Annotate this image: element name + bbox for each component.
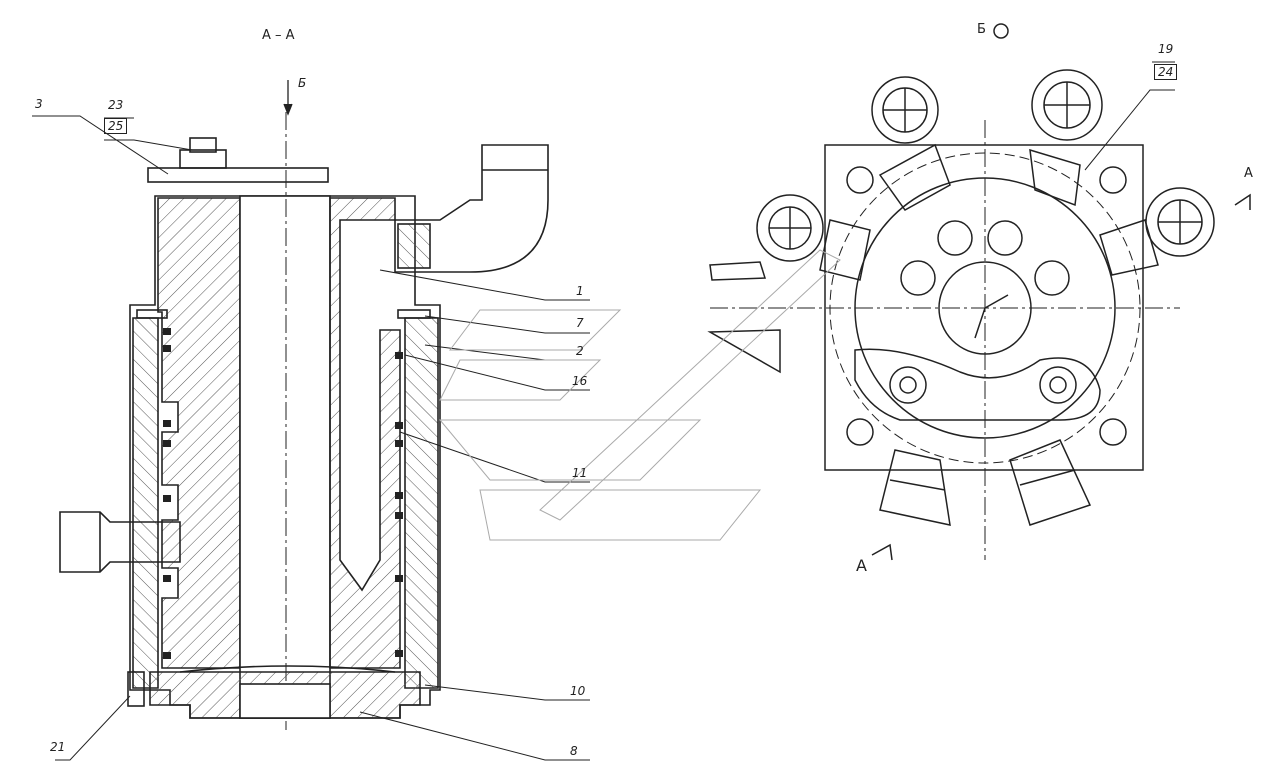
elbow-nipple <box>397 223 431 269</box>
port-hole-1 <box>937 220 973 256</box>
corner-hole-bl <box>846 418 874 446</box>
fitting-right <box>1099 187 1215 276</box>
bottom-seal-line <box>179 665 396 673</box>
direction-arrow-label: Б <box>298 76 307 90</box>
pin-21 <box>127 671 145 707</box>
corner-hole-tl <box>846 166 874 194</box>
cut-mark-bottom <box>871 543 893 561</box>
lower-bracket <box>854 348 1101 421</box>
callout-11: 11 <box>572 466 588 480</box>
view-title: Б <box>977 22 986 37</box>
callout-25: 25 <box>104 118 128 134</box>
base-plate <box>824 144 1144 471</box>
right-hatched-wall <box>329 197 401 669</box>
fitting-top-right <box>1029 69 1103 207</box>
right-sleeve <box>404 317 439 689</box>
section-title: А – А <box>262 28 295 43</box>
callout-16: 16 <box>572 374 588 388</box>
callout-10: 10 <box>570 684 586 698</box>
left-sleeve <box>132 317 159 689</box>
fitting-left <box>756 194 871 281</box>
view-circle-mark <box>993 23 1009 39</box>
fitting-bottom-left <box>879 449 951 526</box>
port-hole-2 <box>987 220 1023 256</box>
top-plate <box>147 167 329 183</box>
side-feature-1 <box>709 261 767 281</box>
view-arrow <box>283 80 293 116</box>
bottom-cap-bore <box>239 683 331 719</box>
port-hole-3 <box>900 260 936 296</box>
callout-21: 21 <box>50 740 66 754</box>
cut-mark-top <box>1234 193 1251 210</box>
corner-hole-tr <box>1099 166 1127 194</box>
background-stamp <box>438 249 841 541</box>
section-mark-top: А <box>1244 166 1253 181</box>
bracket-nut-right <box>1039 366 1077 404</box>
callout-23: 23 <box>108 98 124 112</box>
section-mark-bottom: А <box>856 556 867 575</box>
side-feature-2 <box>707 329 781 374</box>
top-nut <box>179 149 227 169</box>
callout-2: 2 <box>576 344 584 358</box>
section-view <box>59 112 549 730</box>
elbow-fitting <box>394 144 549 273</box>
top-view <box>707 23 1251 561</box>
callout-1: 1 <box>576 284 584 298</box>
top-ring-left <box>136 309 168 319</box>
port-hole-4 <box>1034 260 1070 296</box>
left-hatched-wall <box>157 197 241 669</box>
top-bolt-head <box>189 137 217 153</box>
callout-19: 19 <box>1158 42 1174 56</box>
callout-7: 7 <box>576 316 584 330</box>
corner-hole-br <box>1099 418 1127 446</box>
bracket-nut-left <box>889 366 927 404</box>
central-bore <box>239 195 331 719</box>
fitting-top-left <box>871 76 951 211</box>
callout-8: 8 <box>570 744 578 758</box>
fitting-bottom-right <box>1009 439 1092 526</box>
seal-rings <box>163 328 403 659</box>
callout-3: 3 <box>35 97 43 111</box>
callout-24: 24 <box>1154 64 1178 80</box>
top-ring-right <box>397 309 431 319</box>
center-mark <box>974 294 1009 339</box>
side-plug <box>59 511 181 573</box>
